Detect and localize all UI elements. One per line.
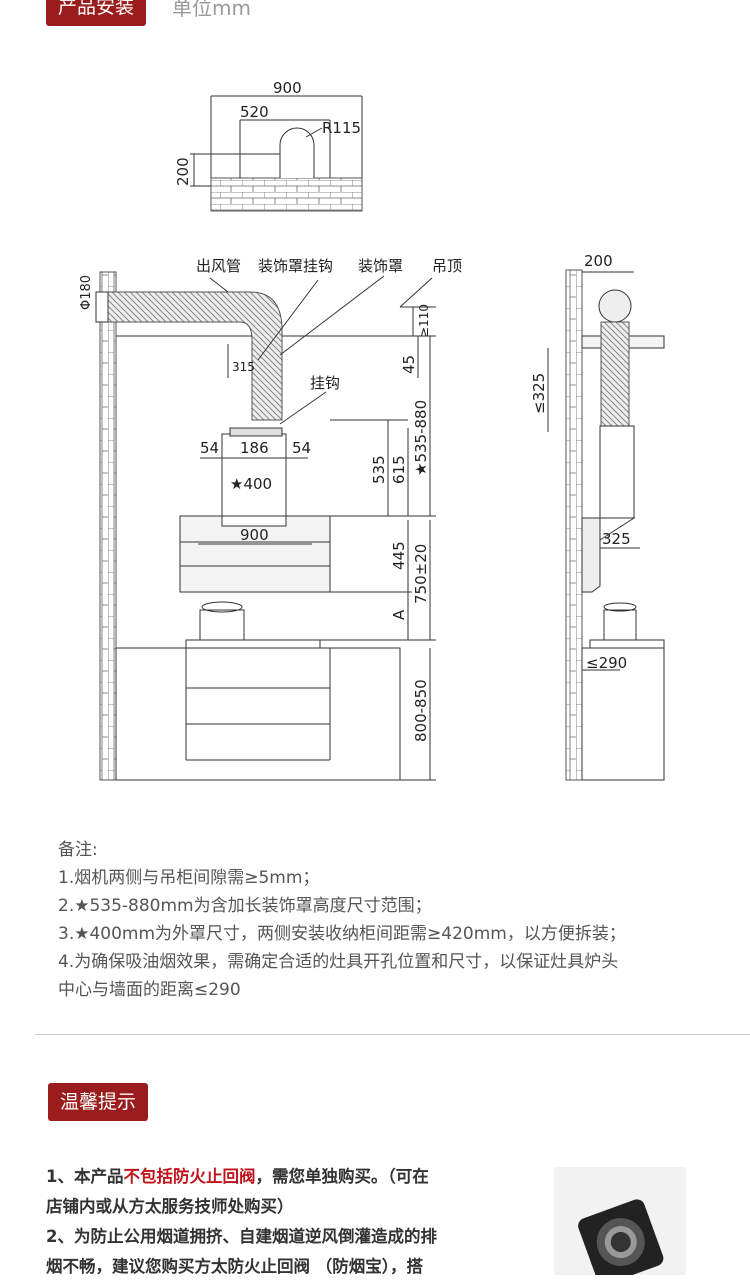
dim-hood-900: 900	[240, 526, 269, 544]
product-image	[554, 1167, 686, 1275]
section-tag-tips: 温馨提示	[48, 1083, 149, 1121]
check-valve-icon	[578, 1199, 664, 1275]
label-ceiling: 吊顶	[432, 257, 462, 275]
side-dim-200: 200	[584, 252, 613, 270]
dim-top-width: 900	[273, 79, 302, 97]
tip-line-4: 烟不畅，建议您购买方太防火止回阀 （防烟宝），搭	[46, 1257, 423, 1276]
side-view	[547, 269, 665, 781]
side-dim-325-max: ≤325	[530, 373, 548, 414]
dim-a: A	[390, 609, 408, 620]
note-item: 3.★400mm为外罩尺寸，两侧安装收纳柜间距需≥420mm，以方便拆装；	[58, 924, 626, 944]
label-hook-cover: 装饰罩挂钩	[258, 257, 333, 275]
side-dim-290: ≤290	[586, 654, 627, 672]
dim-445: 445	[390, 541, 408, 570]
label-cover: 装饰罩	[358, 257, 403, 275]
dim-top-height: 200	[174, 157, 192, 186]
front-view	[95, 271, 436, 781]
dim-45: 45	[400, 355, 418, 374]
dim-cover-400: ★400	[230, 475, 272, 493]
note-item: 2.★535-880mm为含加长装饰罩高度尺寸范围；	[58, 896, 432, 916]
notes-title: 备注:	[58, 840, 98, 860]
unit-label: 单位mm	[172, 0, 251, 20]
dim-top-inner: 520	[240, 103, 269, 121]
dim-315: 315	[232, 360, 255, 374]
tips-text: 1、本产品不包括防火止回阀，需您单独购买。（可在 店铺内或从方太服务技师处购买）…	[46, 1162, 522, 1282]
tip-line-2: 店铺内或从方太服务技师处购买）	[46, 1197, 294, 1216]
side-dim-325: 325	[602, 530, 631, 548]
dim-54-left: 54	[200, 439, 219, 457]
dim-535-880: ★535-880	[412, 400, 430, 476]
dim-800-850: 800-850	[412, 679, 430, 742]
installation-diagram: 900 520 R115 200 出风管 装饰罩挂钩 装饰罩 吊顶 Φ180 ≥…	[79, 79, 665, 781]
notes: 备注: 1.烟机两侧与吊柜间隙需≥5mm； 2.★535-880mm为含加长装饰…	[58, 836, 708, 1004]
top-view	[190, 95, 363, 212]
label-duct: 出风管	[196, 257, 241, 275]
note-item: 中心与墙面的距离≤290	[58, 980, 241, 1000]
tip1-a: 1、本产品	[46, 1167, 124, 1186]
dim-615: 615	[390, 455, 408, 484]
note-item: 4.为确保吸油烟效果，需确定合适的灶具开孔位置和尺寸，以保证灶具炉头	[58, 952, 619, 972]
note-item: 1.烟机两侧与吊柜间隙需≥5mm；	[58, 868, 320, 888]
divider	[35, 1034, 750, 1035]
dim-top-radius: R115	[322, 119, 361, 137]
tip1-c: ，需您单独购买。（可在	[255, 1167, 429, 1186]
dim-54-right: 54	[292, 439, 311, 457]
section-tag-install: 产品安装	[46, 0, 147, 26]
tip1-highlight: 不包括防火止回阀	[123, 1167, 256, 1186]
dim-750: 750±20	[412, 544, 430, 604]
dim-535: 535	[370, 455, 388, 484]
label-hook: 挂钩	[310, 374, 340, 392]
dim-186: 186	[240, 439, 269, 457]
dim-diameter: Φ180	[79, 275, 94, 310]
tip-line-3: 2、为防止公用烟道拥挤、自建烟道逆风倒灌造成的排	[46, 1227, 437, 1246]
dim-ceiling-gap: ≥110	[417, 304, 431, 337]
